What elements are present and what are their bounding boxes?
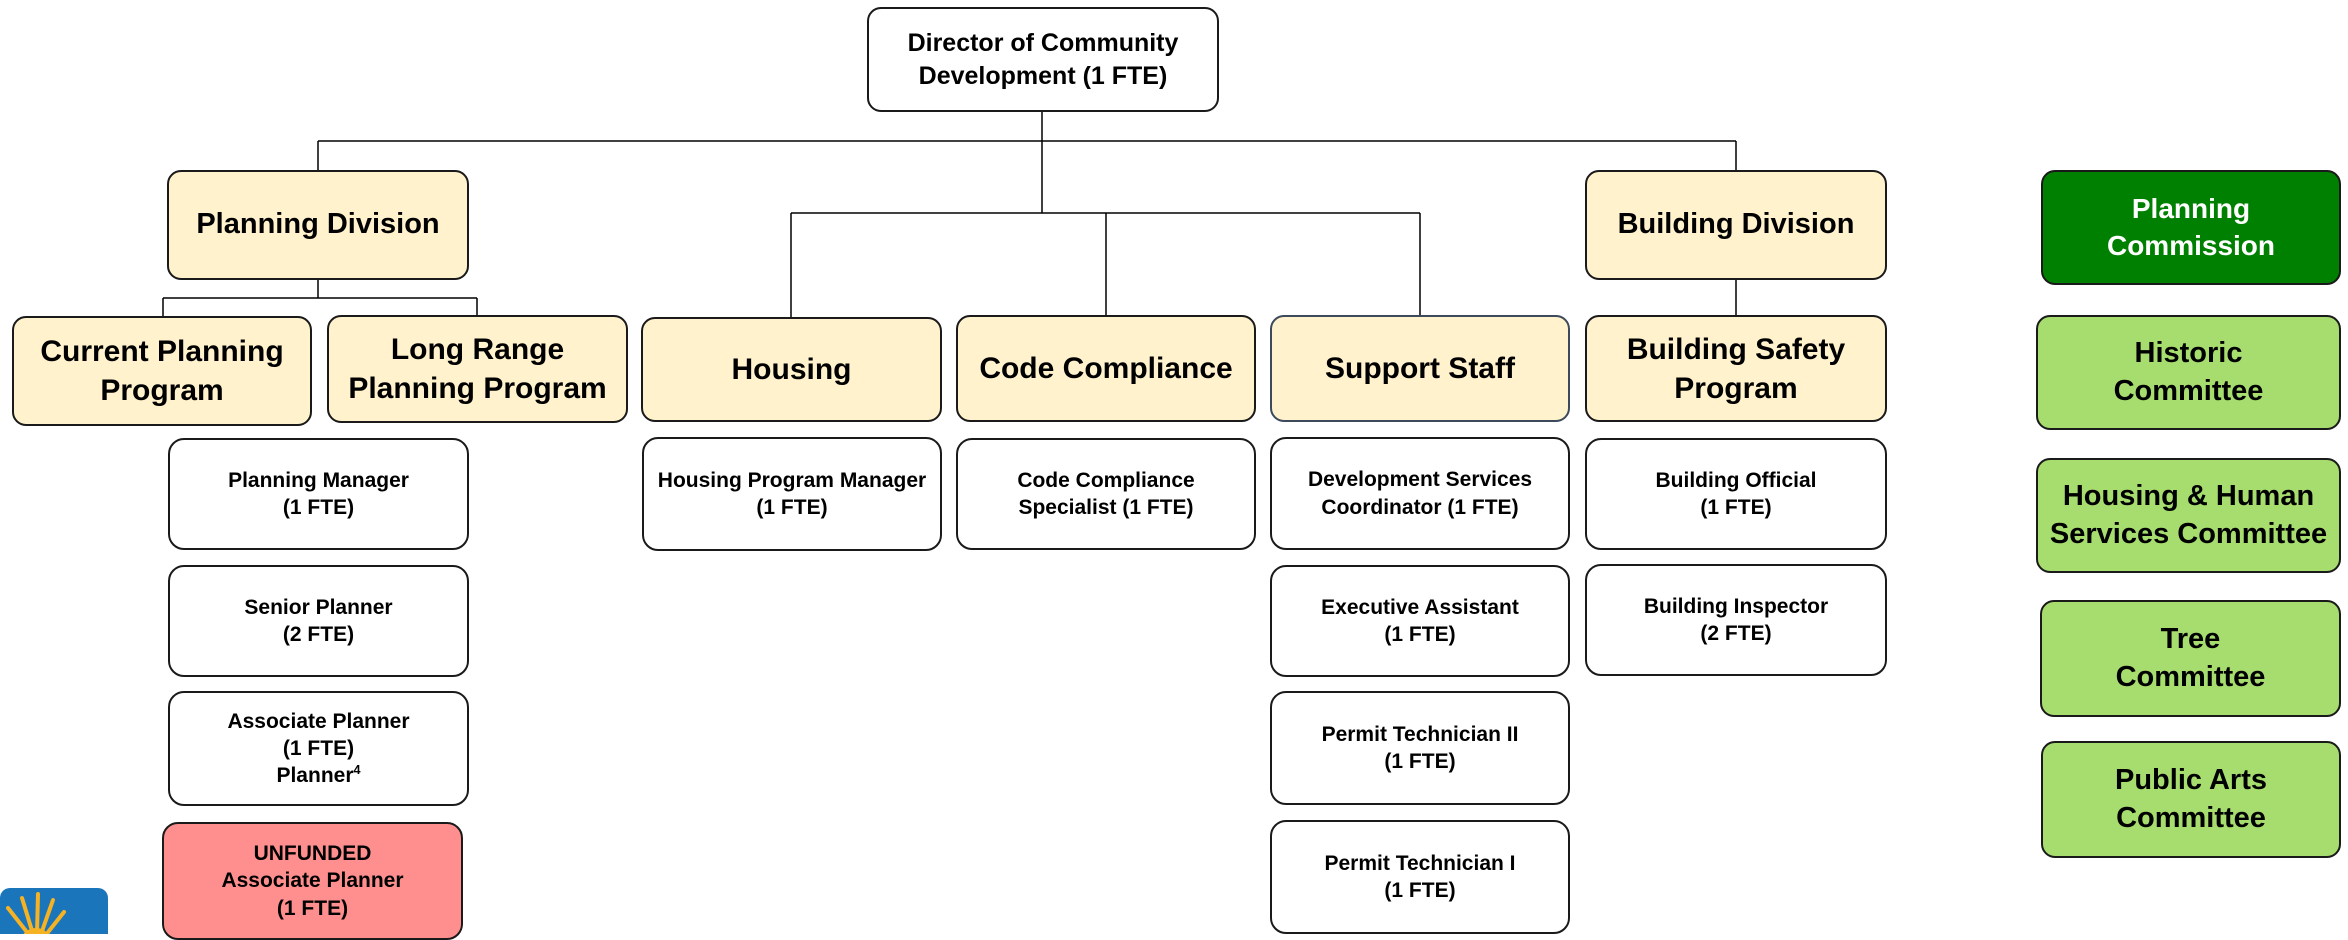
director-title-line-2: Development (1 FTE) [918, 61, 1168, 90]
senior-planner-title: Senior Planner [244, 595, 393, 619]
building-safety-label-1: Building Safety [1626, 332, 1846, 366]
permit-technician-1-box: Permit Technician I (1 FTE) [1270, 820, 1570, 934]
senior-planner-fte: (2 FTE) [282, 623, 355, 646]
code-compliance-label: Code Compliance [979, 352, 1233, 385]
executive-assistant-box: Executive Assistant (1 FTE) [1270, 565, 1570, 677]
associate-planner-box: Associate Planner (1 FTE) Planner4 [168, 691, 469, 806]
code-compliance-program-box: Code Compliance [956, 315, 1256, 422]
dev-services-fte: Coordinator (1 FTE) [1321, 495, 1519, 519]
public-arts-committee-box: Public Arts Committee [2041, 741, 2341, 858]
tree-committee-label-2: Committee [2115, 660, 2266, 693]
housing-label: Housing [731, 353, 852, 386]
support-staff-label: Support Staff [1325, 352, 1515, 385]
current-planning-label-1: Current Planning [40, 335, 284, 368]
building-inspector-title: Building Inspector [1643, 594, 1829, 618]
code-specialist-fte: Specialist (1 FTE) [1018, 496, 1194, 519]
public-arts-label-2: Committee [2116, 801, 2266, 834]
housing-manager-fte: (1 FTE) [756, 496, 828, 519]
historic-committee-label-1: Historic [2134, 336, 2243, 369]
housing-human-label-1: Housing & Human [2062, 479, 2315, 512]
long-range-planning-program-box: Long Range Planning Program [327, 315, 628, 423]
dev-services-title: Development Services [1307, 468, 1533, 492]
permit-tech-1-fte: (1 FTE) [1384, 879, 1456, 902]
planning-division-label: Planning Division [196, 208, 440, 241]
building-inspector-fte: (2 FTE) [1700, 622, 1772, 645]
permit-tech-1-title: Permit Technician I [1324, 851, 1516, 875]
unfunded-fte: (1 FTE) [276, 896, 349, 920]
long-range-label-1: Long Range [390, 333, 565, 366]
housing-manager-title: Housing Program Manager [657, 468, 927, 492]
associate-planner-title: Associate Planner [227, 709, 410, 733]
unfunded-associate-planner-box: UNFUNDED Associate Planner (1 FTE) [162, 822, 463, 940]
tree-committee-box: Tree Committee [2040, 600, 2341, 717]
associate-planner-alt-title: Planner4 [276, 762, 360, 789]
director-box: Director of Community Development (1 FTE… [867, 7, 1219, 112]
associate-planner-fte: (1 FTE) [282, 736, 355, 760]
current-planning-program-box: Current Planning Program [12, 316, 312, 426]
exec-assistant-title: Executive Assistant [1321, 595, 1519, 619]
development-services-coordinator-box: Development Services Coordinator (1 FTE) [1270, 437, 1570, 550]
building-inspector-box: Building Inspector (2 FTE) [1585, 564, 1887, 676]
building-division-label: Building Division [1617, 208, 1855, 241]
code-specialist-title: Code Compliance [1017, 468, 1195, 492]
permit-technician-2-box: Permit Technician II (1 FTE) [1270, 691, 1570, 805]
building-safety-label-2: Program [1674, 371, 1798, 405]
housing-human-label-2: Services Committee [2049, 517, 2328, 550]
historic-committee-label-2: Committee [2113, 374, 2264, 407]
tree-committee-label-1: Tree [2160, 622, 2221, 655]
building-official-box: Building Official (1 FTE) [1585, 438, 1887, 550]
housing-program-manager-box: Housing Program Manager (1 FTE) [642, 437, 942, 551]
building-division-box: Building Division [1585, 170, 1887, 280]
planning-manager-title: Planning Manager [228, 468, 409, 492]
unfunded-label: UNFUNDED [253, 842, 372, 866]
planning-commission-label-1: Planning [2131, 193, 2251, 225]
permit-tech-2-title: Permit Technician II [1321, 722, 1519, 746]
building-official-title: Building Official [1655, 468, 1817, 492]
associate-planner-footnote: 4 [353, 763, 361, 778]
building-official-fte: (1 FTE) [1700, 496, 1772, 519]
current-planning-label-2: Program [100, 374, 224, 407]
housing-human-services-committee-box: Housing & Human Services Committee [2036, 458, 2341, 573]
senior-planner-box: Senior Planner (2 FTE) [168, 565, 469, 677]
planning-division-box: Planning Division [167, 170, 469, 280]
associate-planner-alt-text: Planner [276, 764, 354, 788]
planning-manager-box: Planning Manager (1 FTE) [168, 438, 469, 550]
planning-manager-fte: (1 FTE) [282, 496, 355, 519]
support-staff-program-box: Support Staff [1270, 315, 1570, 422]
director-title-line-1: Director of Community [907, 29, 1179, 57]
historic-committee-box: Historic Committee [2036, 315, 2341, 430]
planning-commission-label-2: Commission [2106, 229, 2276, 261]
housing-program-box: Housing [641, 317, 942, 422]
long-range-label-2: Planning Program [348, 372, 607, 405]
planning-commission-box: Planning Commission [2041, 170, 2341, 285]
public-arts-label-1: Public Arts [2114, 763, 2267, 796]
permit-tech-2-fte: (1 FTE) [1384, 750, 1456, 773]
code-compliance-specialist-box: Code Compliance Specialist (1 FTE) [956, 438, 1256, 550]
unfunded-title: Associate Planner [221, 869, 404, 893]
exec-assistant-fte: (1 FTE) [1384, 623, 1456, 646]
building-safety-program-box: Building Safety Program [1585, 315, 1887, 422]
city-sun-logo-icon [0, 888, 108, 934]
